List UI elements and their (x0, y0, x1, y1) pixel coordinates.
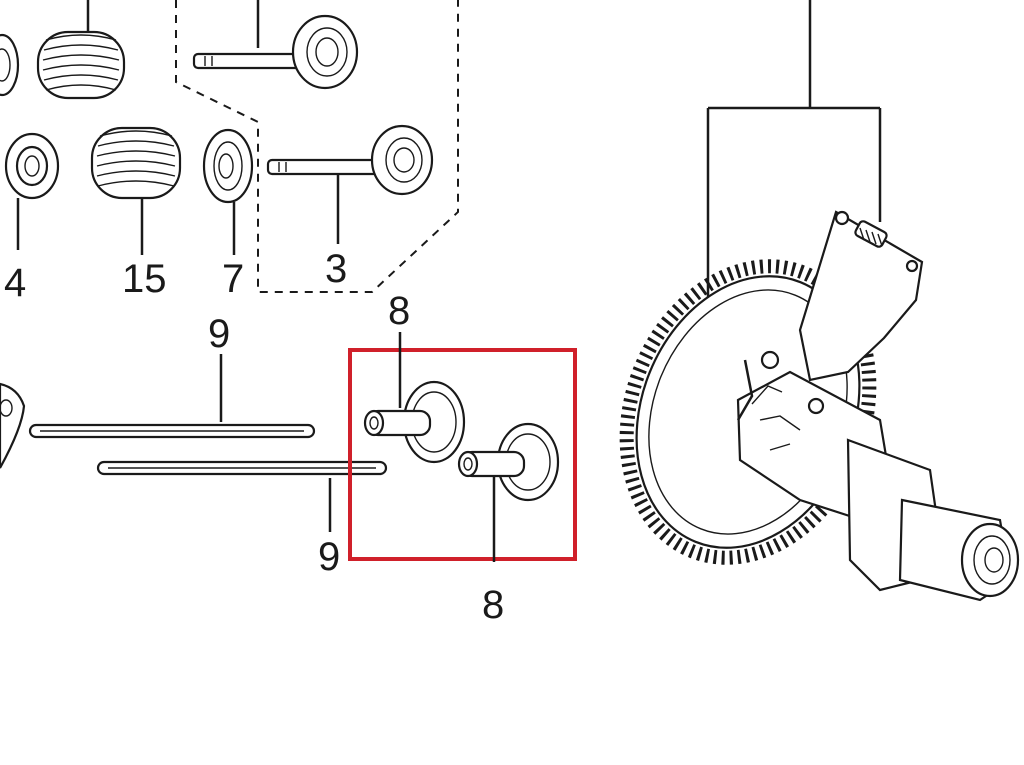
callout-label-8-lower: 8 (482, 583, 504, 627)
push-rod-lower (96, 460, 388, 532)
callout-label-7: 7 (222, 257, 244, 301)
callout-label-8-upper: 8 (388, 289, 410, 333)
rocker-arm-fragment (0, 382, 26, 469)
decompressor-plate (798, 210, 924, 382)
spring-retainer-top-left (0, 33, 20, 97)
push-rod-upper (28, 354, 316, 439)
camshaft-leader-lines (706, 0, 882, 350)
valve-spring-top (36, 0, 126, 100)
valve-group-dashed-outline (175, 0, 459, 293)
callout-label-3: 3 (325, 247, 347, 291)
valve-3 (266, 124, 434, 244)
spring-seal-4 (4, 132, 60, 250)
callout-label-9-lower: 9 (318, 535, 340, 579)
highlight-box (348, 348, 577, 561)
callout-label-9-upper: 9 (208, 312, 230, 356)
camshaft-body (736, 350, 1020, 602)
valve-upper (192, 0, 359, 90)
tappet-upper (363, 380, 466, 464)
callout-label-4: 4 (4, 261, 26, 305)
valve-seal-7 (202, 128, 254, 255)
tappet-lower (457, 422, 560, 562)
callout-label-15: 15 (122, 257, 167, 301)
valve-spring-15 (90, 126, 182, 255)
